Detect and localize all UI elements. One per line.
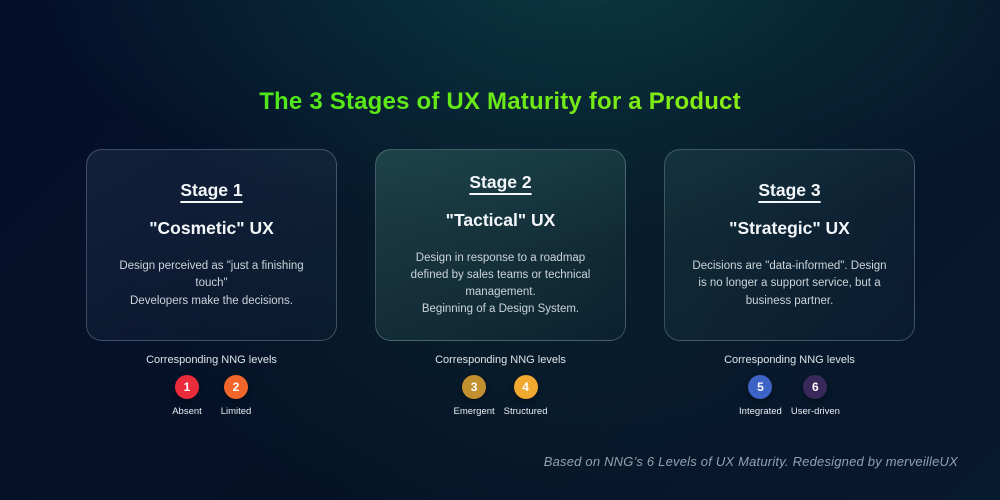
nng-levels-group: 1 Absent 2 Limited — [86, 375, 337, 417]
stage-column-2: Stage 2 "Tactical" UX Design in response… — [375, 149, 626, 417]
level-number-badge: 5 — [748, 375, 773, 399]
level-number-badge: 1 — [175, 375, 199, 399]
level-number-badge: 2 — [224, 375, 248, 399]
nng-level-item: 4 Structured — [504, 375, 548, 417]
level-number: 3 — [470, 380, 478, 394]
stage-heading: Stage 2 — [469, 171, 532, 192]
stage-column-3: Stage 3 "Strategic" UX Decisions are "da… — [664, 149, 915, 417]
level-number-badge: 6 — [803, 375, 828, 399]
nng-level-item: 3 Emergent — [453, 375, 495, 417]
stage-card-3: Stage 3 "Strategic" UX Decisions are "da… — [664, 149, 915, 341]
nng-level-item: 1 Absent — [167, 375, 207, 417]
nng-levels-label: Corresponding NNG levels — [146, 354, 277, 366]
level-name: Limited — [220, 406, 252, 417]
level-name: Absent — [172, 406, 202, 417]
level-number-badge: 4 — [513, 375, 538, 399]
stage-description: Design in response to a roadmap defined … — [410, 251, 591, 299]
level-number: 4 — [522, 380, 529, 394]
level-name: Structured — [503, 406, 548, 417]
nng-levels-group: 5 Integrated 6 User-driven — [664, 375, 915, 417]
stage-card-2: Stage 2 "Tactical" UX Design in response… — [375, 149, 626, 341]
stage-description: Developers make the decisions. — [130, 294, 293, 307]
level-name: User-driven — [790, 406, 840, 417]
stage-card-title: "Cosmetic" UX — [149, 218, 274, 239]
stage-description: Decisions are "data-informed". Design is… — [692, 260, 887, 307]
nng-level-item: 5 Integrated — [739, 375, 782, 417]
stage-description: Design perceived as "just a finishing to… — [119, 260, 304, 290]
level-number: 2 — [232, 380, 240, 394]
level-number: 1 — [183, 380, 191, 394]
nng-levels-label: Corresponding NNG levels — [435, 354, 566, 366]
stage-heading: Stage 1 — [180, 180, 243, 201]
stage-description: Beginning of a Design System. — [421, 303, 580, 316]
level-number-badge: 3 — [462, 375, 487, 399]
stages-row: Stage 1 "Cosmetic" UX Design perceived a… — [86, 149, 915, 417]
stage-card-title: "Strategic" UX — [729, 218, 850, 239]
stage-card-title: "Tactical" UX — [445, 209, 556, 230]
nng-levels-label: Corresponding NNG levels — [724, 354, 855, 366]
stage-column-1: Stage 1 "Cosmetic" UX Design perceived a… — [86, 149, 337, 417]
level-name: Emergent — [453, 406, 495, 417]
stage-heading: Stage 3 — [758, 180, 821, 201]
page-title: The 3 Stages of UX Maturity for a Produc… — [0, 88, 1000, 116]
level-number: 5 — [757, 380, 764, 394]
stage-card-1: Stage 1 "Cosmetic" UX Design perceived a… — [86, 149, 337, 341]
nng-levels-group: 3 Emergent 4 Structured — [375, 375, 626, 417]
attribution-text: Based on NNG’s 6 Levels of UX Maturity. … — [543, 454, 958, 469]
nng-level-item: 6 User-driven — [791, 375, 840, 417]
level-number: 6 — [812, 380, 819, 394]
level-name: Integrated — [739, 406, 782, 417]
nng-level-item: 2 Limited — [216, 375, 256, 417]
